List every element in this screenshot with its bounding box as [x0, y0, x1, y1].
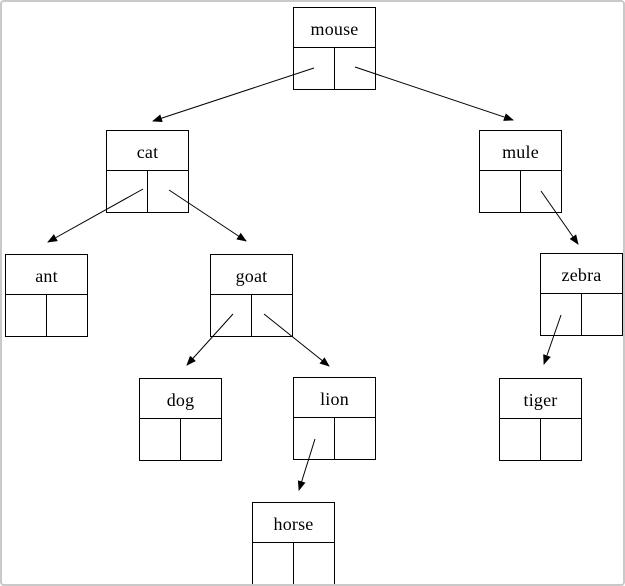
pointer-cells [253, 543, 334, 584]
right-pointer-cell [148, 171, 188, 212]
edge-mouse-left-to-cat [152, 67, 315, 122]
left-pointer-cell [107, 171, 148, 212]
tree-node-horse: horse [252, 502, 335, 584]
tree-node-mouse: mouse [293, 7, 376, 90]
left-pointer-cell [294, 418, 335, 459]
right-pointer-cell [521, 171, 561, 212]
pointer-cells [294, 48, 375, 89]
right-pointer-cell [582, 294, 622, 335]
right-pointer-cell [294, 543, 334, 584]
left-pointer-cell [500, 419, 541, 460]
left-pointer-cell [294, 48, 335, 89]
pointer-cells [294, 418, 375, 459]
pointer-cells [6, 295, 87, 336]
left-pointer-cell [211, 295, 252, 336]
pointer-cells [500, 419, 581, 460]
node-label-mouse: mouse [294, 8, 375, 48]
left-pointer-cell [140, 419, 181, 460]
tree-node-dog: dog [139, 378, 222, 461]
tree-node-mule: mule [479, 130, 562, 213]
node-label-cat: cat [107, 131, 188, 171]
edge-mouse-right-to-mule [354, 66, 514, 121]
node-label-zebra: zebra [541, 254, 622, 294]
left-pointer-cell [253, 543, 294, 584]
right-pointer-cell [335, 48, 375, 89]
node-label-tiger: tiger [500, 379, 581, 419]
left-pointer-cell [6, 295, 47, 336]
tree-node-ant: ant [5, 254, 88, 337]
pointer-cells [107, 171, 188, 212]
node-label-goat: goat [211, 255, 292, 295]
tree-node-lion: lion [293, 377, 376, 460]
node-label-dog: dog [140, 379, 221, 419]
left-pointer-cell [541, 294, 582, 335]
tree-node-tiger: tiger [499, 378, 582, 461]
node-label-horse: horse [253, 503, 334, 543]
pointer-cells [211, 295, 292, 336]
pointer-cells [140, 419, 221, 460]
left-pointer-cell [480, 171, 521, 212]
tree-node-cat: cat [106, 130, 189, 213]
node-label-lion: lion [294, 378, 375, 418]
node-label-ant: ant [6, 255, 87, 295]
node-label-mule: mule [480, 131, 561, 171]
right-pointer-cell [252, 295, 292, 336]
right-pointer-cell [47, 295, 87, 336]
right-pointer-cell [181, 419, 221, 460]
right-pointer-cell [335, 418, 375, 459]
pointer-cells [541, 294, 622, 335]
tree-node-zebra: zebra [540, 253, 623, 336]
pointer-cells [480, 171, 561, 212]
tree-node-goat: goat [210, 254, 293, 337]
right-pointer-cell [541, 419, 581, 460]
